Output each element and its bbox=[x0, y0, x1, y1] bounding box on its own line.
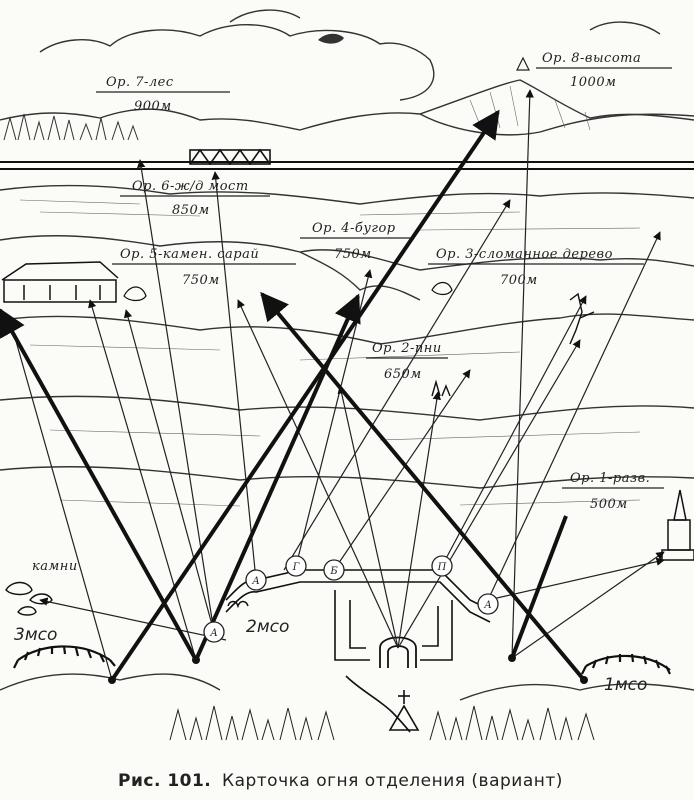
svg-text:Б: Б bbox=[329, 566, 338, 577]
svg-text:850м: 850м bbox=[172, 203, 210, 218]
sector-node-p: П bbox=[431, 555, 453, 577]
svg-text:750м: 750м bbox=[334, 247, 372, 262]
sector-node-a3: А bbox=[477, 593, 499, 615]
svg-text:Ор. 8-высота: Ор. 8-высота bbox=[542, 51, 641, 66]
stumps-icon bbox=[431, 379, 451, 397]
position-label-3: 3мсо bbox=[14, 625, 57, 645]
svg-text:900м: 900м bbox=[134, 99, 172, 114]
broken-tree-icon bbox=[569, 292, 595, 345]
svg-text:Ор. 5-камен. сарай: Ор. 5-камен. сарай bbox=[120, 247, 259, 262]
stone-barn-icon bbox=[1, 261, 119, 303]
monument-icon bbox=[661, 489, 694, 561]
svg-text:А: А bbox=[251, 576, 260, 587]
target-label-7: Ор. 7-лес 900м bbox=[96, 75, 230, 114]
target-label-6: Ор. 6-ж/д мост 850м bbox=[120, 179, 270, 218]
position-label-2: 2мсо bbox=[246, 617, 289, 637]
svg-text:Карточка огня отделения (вариа: Карточка огня отделения (вариант) bbox=[222, 771, 563, 791]
target-label-4: Ор. 4-бугор 750м bbox=[300, 221, 410, 262]
sector-node-a1: А bbox=[203, 621, 225, 643]
forest-far bbox=[3, 113, 139, 141]
foreground-terrain bbox=[0, 673, 694, 741]
target-label-5: Ор. 5-камен. сарай 750м bbox=[112, 247, 296, 288]
fire-rays-thick bbox=[0, 109, 588, 684]
svg-text:Ор. 6-ж/д мост: Ор. 6-ж/д мост bbox=[132, 179, 249, 194]
railway-bridge-icon bbox=[189, 148, 271, 166]
svg-text:500м: 500м bbox=[590, 497, 628, 512]
svg-text:Ор. 2-пни: Ор. 2-пни bbox=[372, 341, 442, 356]
svg-text:П: П bbox=[437, 562, 447, 573]
svg-text:750м: 750м bbox=[182, 273, 220, 288]
figure-caption: Рис. 101. Карточка огня отделения (вариа… bbox=[118, 771, 563, 791]
far-ridge bbox=[0, 56, 694, 136]
trench-path bbox=[225, 569, 491, 733]
svg-text:650м: 650м bbox=[384, 367, 422, 382]
stones-icon bbox=[5, 581, 53, 616]
mid-ridges bbox=[0, 184, 694, 507]
svg-text:Г: Г bbox=[292, 562, 300, 573]
svg-text:Ор. 1-разв.: Ор. 1-разв. bbox=[570, 471, 650, 486]
target-label-8: Ор. 8-высота 1000м bbox=[536, 51, 672, 90]
svg-text:Ор. 7-лес: Ор. 7-лес bbox=[106, 75, 174, 90]
target-label-3: Ор. 3-сломанное дерево 700м bbox=[428, 247, 644, 288]
aircraft-icon bbox=[318, 33, 344, 44]
svg-text:А: А bbox=[209, 628, 218, 639]
sector-node-g: Г bbox=[285, 555, 307, 577]
railway-line bbox=[0, 161, 694, 170]
sector-node-a2: А bbox=[245, 569, 267, 591]
position-label-1: 1мсо bbox=[604, 675, 647, 695]
bush-icon bbox=[123, 281, 453, 302]
position-arc-right bbox=[581, 653, 671, 675]
dugout-icon bbox=[379, 636, 417, 668]
svg-text:Ор. 4-бугор: Ор. 4-бугор bbox=[312, 221, 396, 236]
svg-text:А: А bbox=[483, 600, 492, 611]
summit-marker-icon bbox=[516, 56, 530, 71]
sector-node-b: Б bbox=[323, 559, 345, 581]
svg-text:1000м: 1000м bbox=[570, 75, 616, 90]
svg-text:Рис. 101.: Рис. 101. bbox=[118, 771, 211, 791]
stones-label: камни bbox=[32, 559, 78, 574]
svg-text:700м: 700м bbox=[500, 273, 538, 288]
clouds bbox=[39, 9, 661, 101]
target-label-1: Ор. 1-разв. 500м bbox=[562, 471, 664, 512]
position-squiggle-center bbox=[227, 600, 249, 609]
position-arc-left bbox=[13, 645, 116, 669]
command-post-icon bbox=[388, 690, 420, 731]
svg-text:Ор. 3-сломанное дерево: Ор. 3-сломанное дерево bbox=[436, 247, 613, 262]
target-label-2: Ор. 2-пни 650м bbox=[366, 341, 448, 382]
